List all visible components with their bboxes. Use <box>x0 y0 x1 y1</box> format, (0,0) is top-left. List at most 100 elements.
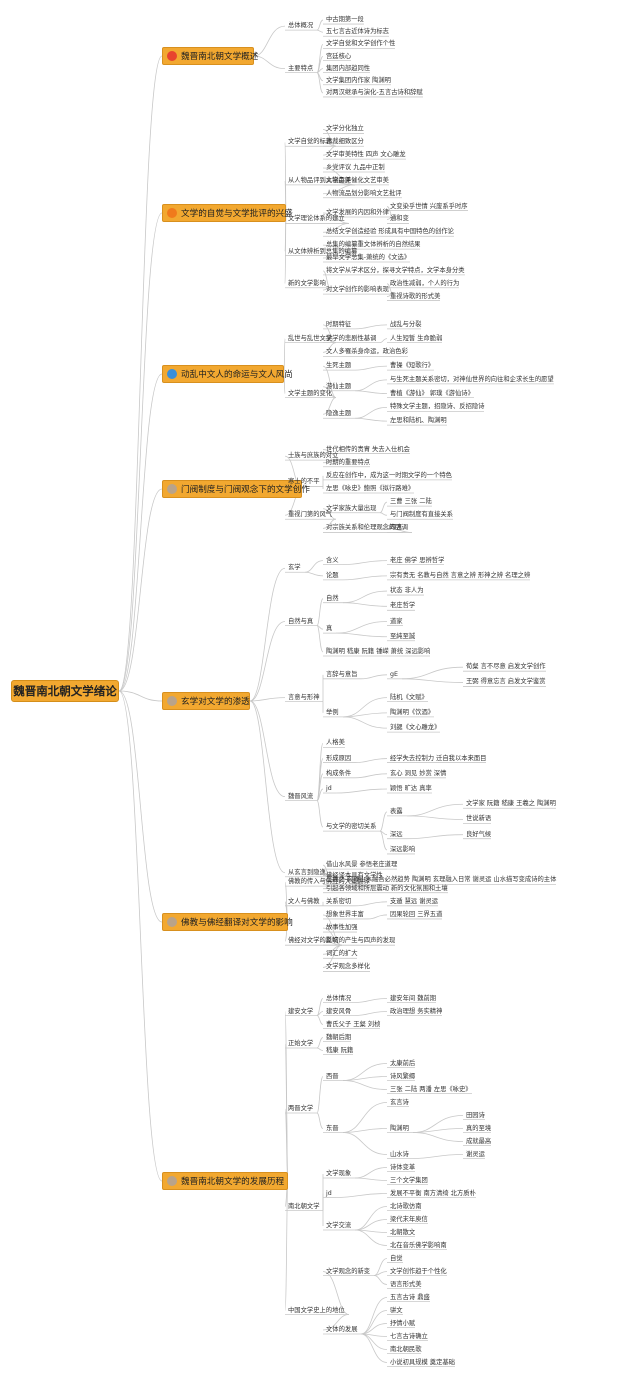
branch-node[interactable]: 重视门第的风气 <box>288 511 333 519</box>
leaf-node[interactable]: 老庄 佛学 思辨哲学 <box>390 556 445 564</box>
leaf-node[interactable]: 三曹 三张 二陆 <box>390 498 432 506</box>
branch-node[interactable]: 时期特征 <box>326 320 352 328</box>
leaf-node[interactable]: 战乱与分裂 <box>390 320 422 328</box>
leaf-node[interactable]: 南北朝民歌 <box>390 1345 422 1353</box>
leaf-node[interactable]: 故事性加强 <box>326 924 358 932</box>
branch-node[interactable]: 两晋文学 <box>288 1105 314 1112</box>
leaf-node[interactable]: 小说初具规模 奠定基础 <box>390 1358 455 1366</box>
topic-node[interactable]: 动乱中文人的命运与文人风尚 <box>162 365 293 383</box>
topic-node[interactable]: 文学的自觉与文学批评的兴盛 <box>162 204 293 222</box>
leaf-node[interactable]: 宗有贵无 名教与自然 言意之辨 形神之辨 名理之辨 <box>390 571 531 579</box>
leaf-node[interactable]: 语言形式美 <box>390 1280 422 1288</box>
branch-node[interactable]: 文学理论体系的建立 <box>288 215 345 223</box>
branch-node[interactable]: 论题 <box>326 571 339 579</box>
leaf-node[interactable]: 颖悟 旷达 真率 <box>390 785 432 793</box>
branch-node[interactable]: 文学自觉的标志 <box>288 138 333 146</box>
branch-node[interactable]: 对文学创作的影响表现 <box>326 286 389 294</box>
leaf-node[interactable]: 文学审美特性 四声 文心雕龙 <box>326 151 406 159</box>
leaf-node[interactable]: 人生短暂 生命脆弱 <box>390 334 443 342</box>
topic-node[interactable]: 魏晋南北朝文学概述 <box>162 47 258 65</box>
branch-node[interactable]: 总体概况 <box>288 22 314 30</box>
leaf-node[interactable]: 陆机《文赋》 <box>390 693 428 701</box>
leaf-node[interactable]: 佛经译本具有文学性 <box>326 871 383 879</box>
branch-node[interactable]: 陶渊明 <box>390 1124 409 1132</box>
root-node[interactable]: 魏晋南北朝文学绪论 <box>11 680 119 702</box>
leaf-node[interactable]: 抒情小赋 <box>390 1319 416 1327</box>
branch-node[interactable]: 西晋 <box>326 1072 339 1080</box>
leaf-node[interactable]: 建安年间 魏前期 <box>390 994 437 1002</box>
topic-node[interactable]: 佛教与佛经翻译对文学的影响 <box>162 913 293 931</box>
branch-node[interactable]: 士族与庶族的对立 <box>288 452 339 460</box>
leaf-node[interactable]: 支遁 慧远 谢灵运 <box>390 897 439 905</box>
leaf-node[interactable]: 曹氏父子 王粲 刘桢 <box>326 1020 381 1028</box>
leaf-node[interactable]: 魏朝后期 <box>326 1033 352 1041</box>
leaf-node[interactable]: 成就最高 <box>466 1137 492 1145</box>
leaf-node[interactable]: 文学自觉和文学创作个性 <box>326 40 396 48</box>
leaf-node[interactable]: 文变染乎世情 兴废系乎时序 <box>390 202 468 210</box>
leaf-node[interactable]: 体裁细致区分 <box>326 138 364 146</box>
leaf-node[interactable]: 引起各领域和所层震动 新的文化氛围和土壤 <box>326 884 448 892</box>
branch-node[interactable]: 文学的悲剧性基调 <box>326 334 377 342</box>
branch-node[interactable]: 魏晋风流 <box>288 792 314 800</box>
branch-node[interactable]: 佛教的传入与佛经的大量翻译 <box>288 878 370 886</box>
branch-node[interactable]: 南北朝文学 <box>288 1202 320 1210</box>
leaf-node[interactable]: 反应在创作中，成为这一时期文学的一个特色 <box>326 471 452 479</box>
leaf-node[interactable]: 政治理想 务实精神 <box>390 1007 443 1015</box>
leaf-node[interactable]: 文学观念多样化 <box>326 963 371 971</box>
branch-node[interactable]: jd <box>326 1189 332 1197</box>
branch-node[interactable]: 从文体辨析到总集的编纂 <box>288 247 358 255</box>
leaf-node[interactable]: 总结文学创造经验 形成具有中国特色的创作论 <box>326 228 454 236</box>
leaf-node[interactable]: 道家 <box>390 617 403 625</box>
branch-node[interactable]: 深远 <box>390 830 403 838</box>
branch-node[interactable]: 正始文学 <box>288 1040 314 1047</box>
leaf-node[interactable]: 宫廷核心 <box>326 52 352 60</box>
branch-node[interactable]: 自然 <box>326 594 339 602</box>
leaf-node[interactable]: 总集的编纂重文体辨析的自然结果 <box>326 241 421 249</box>
leaf-node[interactable]: 与门阀制度有直接关系 <box>390 511 453 519</box>
leaf-node[interactable]: 诗风繁缛 <box>390 1072 416 1080</box>
leaf-node[interactable]: 人格美 <box>326 739 345 747</box>
leaf-node[interactable]: 三个文学集团 <box>390 1176 428 1184</box>
branch-node[interactable]: 隐逸主题 <box>326 410 352 418</box>
branch-node[interactable]: 乱世与乱世文学 <box>288 334 333 342</box>
branch-node[interactable]: 生死主题 <box>326 362 352 370</box>
leaf-node[interactable]: 太康前后 <box>390 1059 416 1067</box>
leaf-node[interactable]: 文学集团内作家 陶渊明 <box>326 76 391 84</box>
leaf-node[interactable]: 重视诗歌的形式美 <box>390 292 441 300</box>
leaf-node[interactable]: 文学家 阮籍 嵇康 王羲之 陶渊明 <box>466 800 556 808</box>
leaf-node[interactable]: 田园诗 <box>466 1111 485 1119</box>
leaf-node[interactable]: 因果轮回 三界五道 <box>390 910 443 918</box>
leaf-node[interactable]: 文人多罹杀身命运，政治色彩 <box>326 348 408 356</box>
branch-node[interactable]: 东晋 <box>326 1124 339 1132</box>
branch-node[interactable]: 自然与真 <box>288 617 314 625</box>
leaf-node[interactable]: 发展不平衡 南方清绮 北方质朴 <box>390 1189 476 1197</box>
leaf-node[interactable]: 文学分化独立 <box>326 125 364 133</box>
leaf-node[interactable]: 人物流品划分影响文艺批评 <box>326 189 402 197</box>
leaf-node[interactable]: 骈文 <box>390 1306 403 1314</box>
branch-node[interactable]: gE <box>390 670 398 678</box>
leaf-node[interactable]: 北诗歌仿南 <box>390 1202 422 1210</box>
branch-node[interactable]: 总体情况 <box>326 994 352 1002</box>
branch-node[interactable]: 文学主题的变化 <box>288 389 333 397</box>
leaf-node[interactable]: 玄言诗 <box>390 1098 409 1106</box>
leaf-node[interactable]: 经学失去控制力 迁自我以本来面目 <box>390 754 487 762</box>
leaf-node[interactable]: 诗体变革 <box>390 1163 416 1171</box>
branch-node[interactable]: 中国文学史上的地位 <box>288 1306 345 1314</box>
leaf-node[interactable]: 七言古诗确立 <box>390 1332 428 1340</box>
branch-node[interactable]: 文人与佛教 <box>288 897 320 905</box>
leaf-node[interactable]: 王弼 得意忘言 启发文学鉴赏 <box>466 678 546 686</box>
branch-node[interactable]: 佛经对文学的影响 <box>288 937 339 945</box>
branch-node[interactable]: 建安文学 <box>288 1007 314 1015</box>
leaf-node[interactable]: 自觉 <box>390 1254 403 1262</box>
branch-node[interactable]: 建安风骨 <box>326 1007 352 1015</box>
leaf-node[interactable]: 中古期第一段 <box>326 16 364 24</box>
branch-node[interactable]: 形成原因 <box>326 754 352 762</box>
branch-node[interactable]: 从玄言到隐逸 <box>288 868 326 876</box>
leaf-node[interactable]: 三张 二陆 两潘 左思《咏史》 <box>390 1085 472 1093</box>
branch-node[interactable]: 言意与形神 <box>288 693 320 701</box>
leaf-node[interactable]: 人物审美催化文艺审美 <box>326 176 389 184</box>
leaf-node[interactable]: 王羲之 玄理山水融合必然趋势 陶渊明 玄理融入日常 谢灵运 山水描写变成诗的主体 <box>326 876 557 884</box>
topic-node[interactable]: 魏晋南北朝文学的发展历程 <box>162 1172 288 1190</box>
branch-node[interactable]: 从人物品评到文学品评 <box>288 176 351 184</box>
branch-node[interactable]: 游仙主题 <box>326 382 352 390</box>
